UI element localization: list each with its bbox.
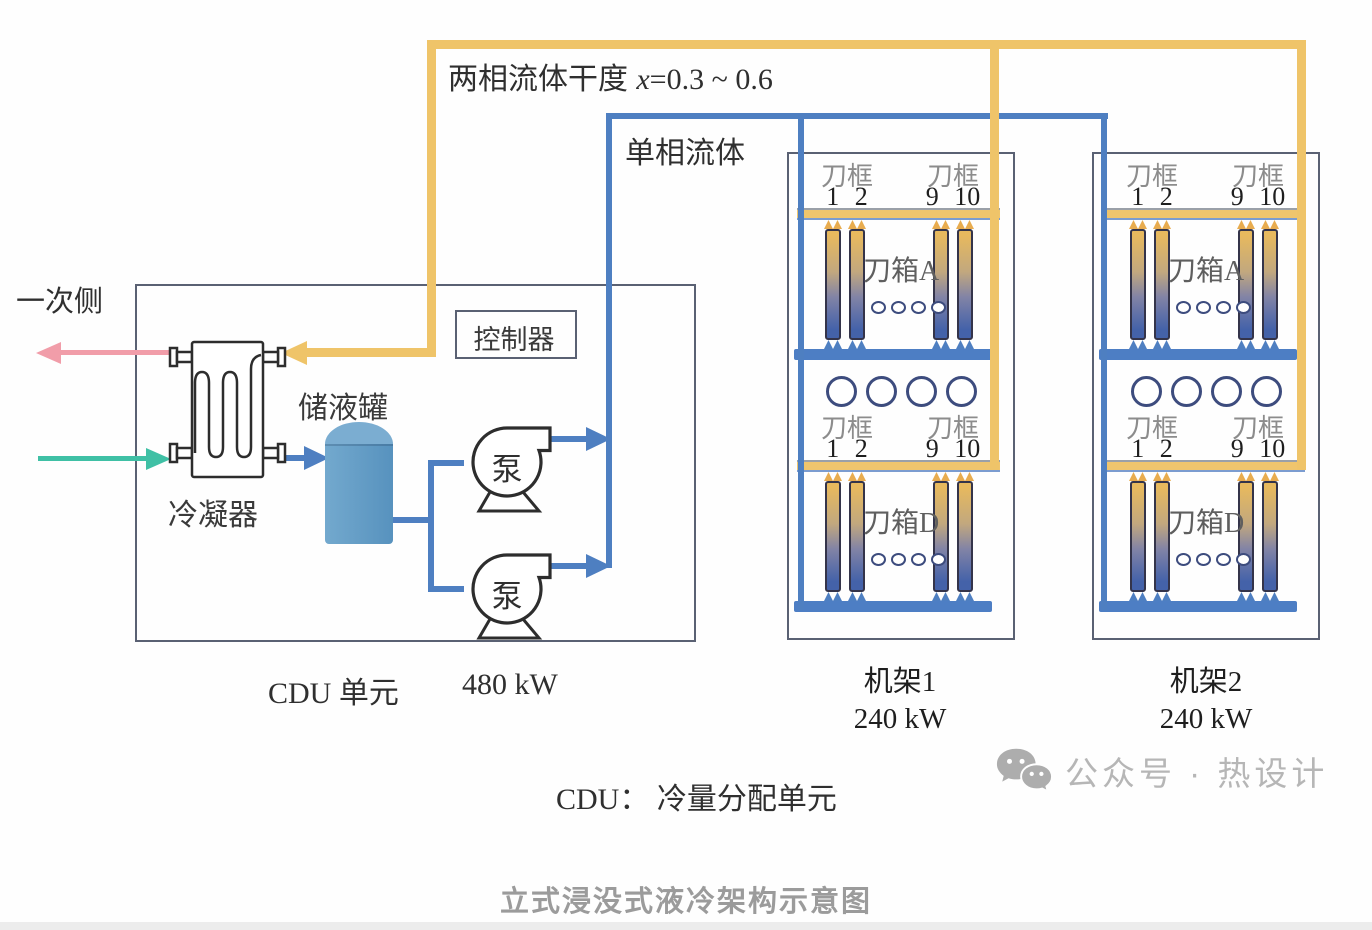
- blade-frame-numbers: 9 10: [925, 182, 981, 211]
- watermark-text: 公众号 · 热设计: [1065, 755, 1329, 792]
- blade-frame-label: 刀框: [1231, 413, 1284, 443]
- blade-server: [1261, 472, 1279, 601]
- blade-frame-label: 刀框: [926, 413, 979, 443]
- two-phase-label: 两相流体干度 x=0.3 ~ 0.6: [448, 63, 773, 96]
- blade-frame-numbers: 1 2: [1131, 434, 1173, 463]
- ellipsis-dots: [1176, 301, 1251, 314]
- primary-return-arrow: [36, 342, 61, 364]
- primary-return-line: [58, 350, 172, 355]
- liquid-manifold: [1099, 601, 1297, 612]
- blade-server: [1129, 220, 1147, 349]
- blade-server: [848, 472, 866, 601]
- blade-box-d-label: 刀箱D: [863, 508, 940, 539]
- blade-box-a-label: 刀箱A: [1168, 256, 1245, 287]
- blade-frame-label: 刀框: [1125, 161, 1178, 191]
- blade-server: [1153, 472, 1171, 601]
- rack-2-name: 机架2: [1169, 666, 1243, 698]
- tank-ports: [789, 376, 1013, 407]
- pump-1-label: 泵: [491, 452, 523, 487]
- blade-frame-numbers: 1 2: [1131, 182, 1173, 211]
- two-phase-drop-rack2: [1297, 44, 1306, 470]
- single-phase-drop-rack1: [798, 113, 804, 610]
- blade-frame-numbers: 1 2: [826, 434, 868, 463]
- diagram-title: 立式浸没式液冷架构示意图: [499, 886, 872, 918]
- primary-side-label: 一次侧: [16, 286, 104, 318]
- controller-label: 控制器: [473, 325, 555, 355]
- rack-2-caption: 机架2 240 kW: [1100, 664, 1312, 738]
- pump1-outlet-pipe: [546, 436, 590, 442]
- blade-frame-numbers: 9 10: [1230, 182, 1286, 211]
- wechat-icon: [996, 748, 1053, 794]
- vapor-manifold: [797, 460, 1000, 472]
- blade-server: [1153, 220, 1171, 349]
- blade-server: [1261, 220, 1279, 349]
- blade-box-d-label: 刀箱D: [1168, 508, 1245, 539]
- liquid-manifold: [794, 601, 992, 612]
- controller-box: [455, 310, 577, 359]
- blade-server: [1129, 472, 1147, 601]
- single-phase-header-pipe: [606, 113, 1108, 119]
- condenser-label: 冷凝器: [168, 499, 258, 532]
- blade-frame-label: 刀框: [1125, 413, 1178, 443]
- primary-supply-line: [38, 456, 148, 461]
- pump2-outlet-pipe: [546, 563, 590, 569]
- footer-band: [0, 922, 1372, 930]
- vapor-manifold: [797, 208, 1000, 220]
- vapor-manifold: [1102, 460, 1305, 472]
- pump-icon: [471, 426, 552, 513]
- blade-frame-label: 刀框: [1231, 161, 1284, 191]
- cdu-definition: CDU： 冷量分配单元: [556, 783, 837, 816]
- pump-2-label: 泵: [491, 579, 523, 614]
- cdu-unit-label: CDU 单元: [268, 677, 399, 710]
- pump-icon: [471, 553, 552, 640]
- blade-server: [824, 220, 842, 349]
- vapor-manifold: [1102, 208, 1305, 220]
- pump1-inlet-pipe: [428, 460, 464, 466]
- blade-server: [956, 472, 974, 601]
- rack-1-name: 机架1: [863, 666, 937, 698]
- single-phase-label: 单相流体: [625, 137, 745, 170]
- rack-1-caption: 机架1 240 kW: [794, 664, 1006, 738]
- blade-frame-label: 刀框: [820, 161, 873, 191]
- liquid-manifold: [1099, 349, 1297, 360]
- tank-ports: [1094, 376, 1318, 407]
- rack-2-box: 刀框 刀框 1 2 9 10 刀箱A 刀框 刀框 1 2 9 10 刀箱D: [1092, 152, 1320, 640]
- primary-supply-arrow: [146, 448, 171, 470]
- blade-frame-numbers: 1 2: [826, 182, 868, 211]
- blade-server: [848, 220, 866, 349]
- pump-splitter-pipe: [428, 460, 434, 591]
- flow-arrow: [304, 446, 329, 470]
- flow-arrow: [586, 427, 611, 451]
- single-phase-drop-rack2: [1101, 113, 1107, 610]
- ellipsis-dots: [871, 553, 946, 566]
- cdu-power-label: 480 kW: [462, 668, 558, 701]
- watermark: 公众号 · 热设计: [995, 746, 1328, 796]
- rack-1-power: 240 kW: [853, 703, 947, 735]
- liquid-manifold: [794, 349, 992, 360]
- ellipsis-dots: [1176, 553, 1251, 566]
- cdu-box: [135, 284, 696, 642]
- pump2-inlet-pipe: [428, 586, 464, 592]
- blade-frame-label: 刀框: [926, 161, 979, 191]
- flow-arrow: [586, 554, 611, 578]
- condenser-icon: [168, 340, 287, 479]
- blade-server: [956, 220, 974, 349]
- ellipsis-dots: [871, 301, 946, 314]
- blade-frame-numbers: 9 10: [925, 434, 981, 463]
- rack-1-box: 刀框 刀框 1 2 9 10 刀箱A 刀框 刀框 1 2 9 10 刀箱D: [787, 152, 1015, 640]
- tank-outlet-pipe: [393, 517, 434, 523]
- rack-2-power: 240 kW: [1159, 703, 1253, 735]
- two-phase-header-pipe: [427, 40, 1306, 49]
- reservoir-tank: [325, 422, 393, 544]
- condenser-to-tank-pipe: [285, 455, 309, 461]
- two-phase-riser-cdu: [427, 40, 436, 357]
- two-phase-drop-rack1: [990, 44, 999, 470]
- blade-frame-numbers: 9 10: [1230, 434, 1286, 463]
- blade-frame-label: 刀框: [820, 413, 873, 443]
- two-phase-to-condenser-pipe: [305, 348, 436, 357]
- blade-box-a-label: 刀箱A: [863, 256, 940, 287]
- reservoir-label: 储液罐: [298, 392, 388, 425]
- single-phase-riser-cdu: [606, 113, 612, 568]
- blade-server: [824, 472, 842, 601]
